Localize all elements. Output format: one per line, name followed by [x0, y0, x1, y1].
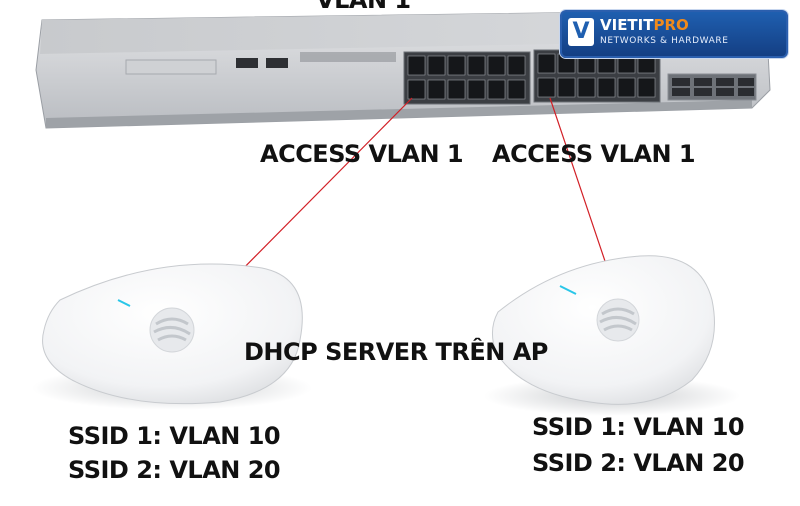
left-ap-ssid2-label: SSID 2: VLAN 20 [68, 456, 281, 484]
ap-left-logo [149, 307, 195, 353]
rj45-port [467, 55, 486, 76]
logo-mark-letter: V [572, 19, 590, 44]
rj45-port [637, 77, 656, 98]
access-port-left-label: ACCESS VLAN 1 [260, 140, 464, 168]
rj45-port [487, 55, 506, 76]
rj45-port [597, 77, 616, 98]
logo-brand-accent: PRO [653, 16, 689, 34]
rj45-port [537, 77, 556, 98]
logo-brand-main: VIETIT [600, 16, 654, 34]
access-point-right [484, 255, 740, 416]
ap-left-status-led [117, 299, 131, 307]
rj45-port [427, 79, 446, 100]
rj45-port [577, 77, 596, 98]
right-ap-ssid1-label: SSID 1: VLAN 10 [532, 413, 745, 441]
rj45-port [617, 77, 636, 98]
ap-right-status-led [559, 285, 577, 295]
logo-mark-icon: V [568, 18, 594, 46]
logo-tagline: NETWORKS & HARDWARE [600, 36, 729, 46]
rj45-port [467, 79, 486, 100]
left-ap-ssid1-label: SSID 1: VLAN 10 [68, 422, 281, 450]
rj45-port [487, 79, 506, 100]
rj45-port [407, 55, 426, 76]
switch-port-grid [407, 53, 656, 100]
access-point-left [32, 263, 312, 410]
rj45-port [507, 55, 526, 76]
rj45-port [447, 79, 466, 100]
link-left [221, 97, 413, 291]
right-ap-ssid2-label: SSID 2: VLAN 20 [532, 449, 745, 477]
link-right [549, 97, 609, 271]
access-port-right-label: ACCESS VLAN 1 [492, 140, 696, 168]
rj45-port [427, 55, 446, 76]
rj45-port [537, 53, 556, 74]
vlan-title-label: VLAN 1 [316, 0, 411, 14]
rj45-port [407, 79, 426, 100]
logo-brand: VIETITPRO [600, 16, 689, 34]
ap-right-logo [596, 298, 640, 342]
dhcp-server-label: DHCP SERVER TRÊN AP [244, 338, 548, 366]
rj45-port [557, 77, 576, 98]
rj45-port [447, 55, 466, 76]
rj45-port [507, 79, 526, 100]
vietitpro-logo: V VIETITPRO NETWORKS & HARDWARE [560, 10, 788, 58]
